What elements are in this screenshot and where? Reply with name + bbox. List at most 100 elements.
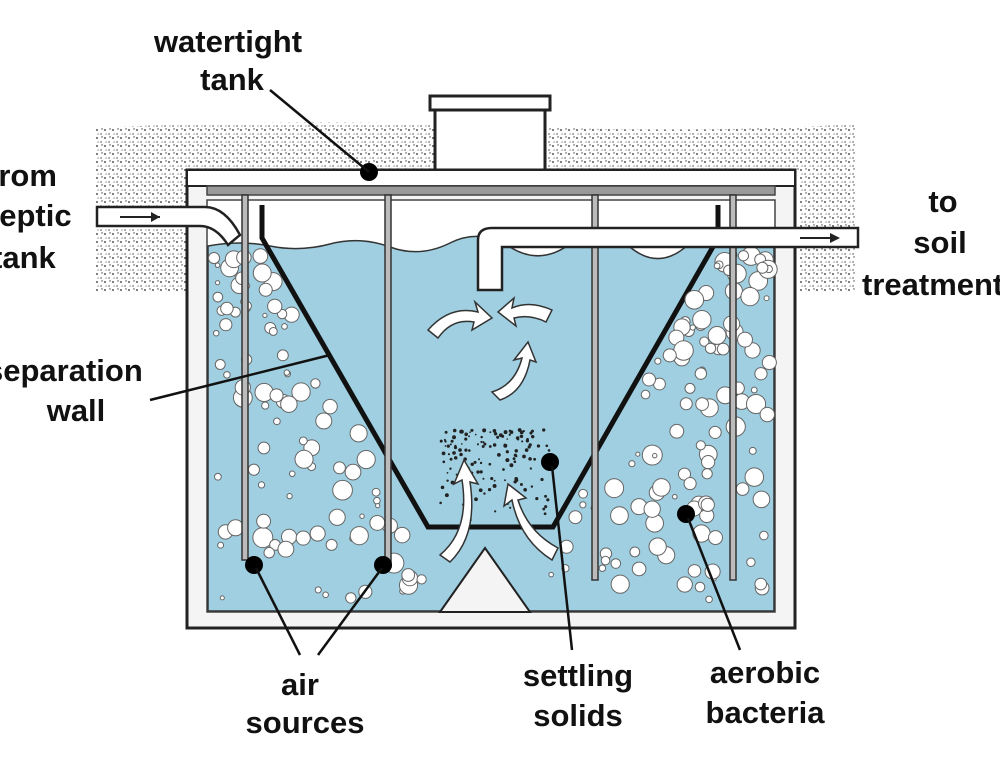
air-bubble [295,530,311,546]
label-treatment: treatment [862,267,1000,302]
air-bubble [610,506,629,525]
air-bubble [349,526,369,546]
air-bubble [740,286,760,307]
air-bubble [604,478,625,499]
solid-particle [449,457,453,461]
air-bubble [281,323,288,330]
solid-particle [476,443,479,446]
air-bubble [247,463,260,476]
solid-particle [490,476,494,481]
air-bubble [746,557,756,567]
solid-particle [482,428,487,433]
solid-particle [509,506,512,509]
air-bubble [227,519,245,537]
solid-particle [476,470,480,474]
solid-particle [453,456,458,460]
air-bubble [654,357,662,365]
air-bubble [212,329,220,337]
air-bubble [752,490,771,509]
solid-particle [535,496,539,501]
air-bubble [673,340,694,361]
air-bubble [735,482,750,496]
air-bubble [652,478,671,497]
air-bubble [716,342,730,356]
solid-particle [492,483,497,488]
air-bubble [375,503,381,509]
air-bubble [325,538,338,551]
air-bubble [219,595,225,601]
solid-particle [505,450,509,454]
solid-particle [458,448,462,452]
solid-particle [526,437,529,441]
solid-particle [513,460,517,463]
solid-particle [459,429,464,434]
air-bubble [315,412,333,430]
solid-particle [547,449,551,452]
air-bubble [261,401,270,410]
solid-particle [478,488,483,493]
solid-particle [488,462,492,466]
air-bubble [258,282,273,297]
air-bubble [214,280,221,286]
settling-mound [438,546,532,613]
solid-particle [442,460,446,464]
settling-solids-particles [439,428,551,522]
solid-particle [474,433,477,436]
air-bubble [269,388,284,403]
solid-particle [524,448,529,452]
air-bubble [759,530,769,541]
solid-particle [470,428,474,432]
air-bubble [214,359,226,370]
solid-particle [492,443,497,447]
solid-particle [533,457,537,461]
air-bubble [669,423,685,439]
air-bubble [651,452,658,459]
air-bubble [705,595,713,604]
label-sources: sources [246,705,365,740]
label-aerobic: aerobic [710,655,820,690]
air-bubble [276,349,289,362]
air-bubble [679,397,693,411]
solid-particle [480,435,483,439]
label-septic-tank: tank [0,240,57,275]
air-bubble [672,493,678,500]
air-bubble [268,326,278,336]
air-bubble [694,581,706,593]
solid-particle [498,434,502,437]
air-bubble [745,393,767,415]
air-bubble [257,481,266,489]
solid-particle [493,479,496,482]
solid-particle [508,429,512,433]
solid-particle [522,454,526,459]
air-bubble [345,592,357,604]
air-bubble [704,342,717,355]
solid-particle [496,453,501,457]
air-bubble [277,540,295,558]
solid-particle [494,510,497,513]
solid-particle [515,454,518,458]
solid-particle [521,440,524,443]
air-bubble [648,537,667,556]
solid-particle [440,485,445,490]
label-settling: settling [523,658,633,693]
air-bubble [356,449,376,470]
air-bubble [684,382,696,394]
air-bubble [689,324,696,331]
air-bubble [286,493,293,500]
air-bubble [737,250,750,262]
air-bubble [631,561,647,577]
air-bubble [217,541,225,549]
air-bubble [207,252,221,265]
air-bubble [600,555,611,566]
air-bubble [677,467,692,481]
solid-particle [468,435,470,438]
air-bubble [212,291,224,303]
air-bubble [359,513,365,519]
air-bubble [692,310,712,330]
solid-particle [450,439,454,443]
air-bubble [283,369,291,376]
air-bubble [333,461,346,475]
air-bubble [628,460,636,468]
air-bubble [223,371,231,379]
